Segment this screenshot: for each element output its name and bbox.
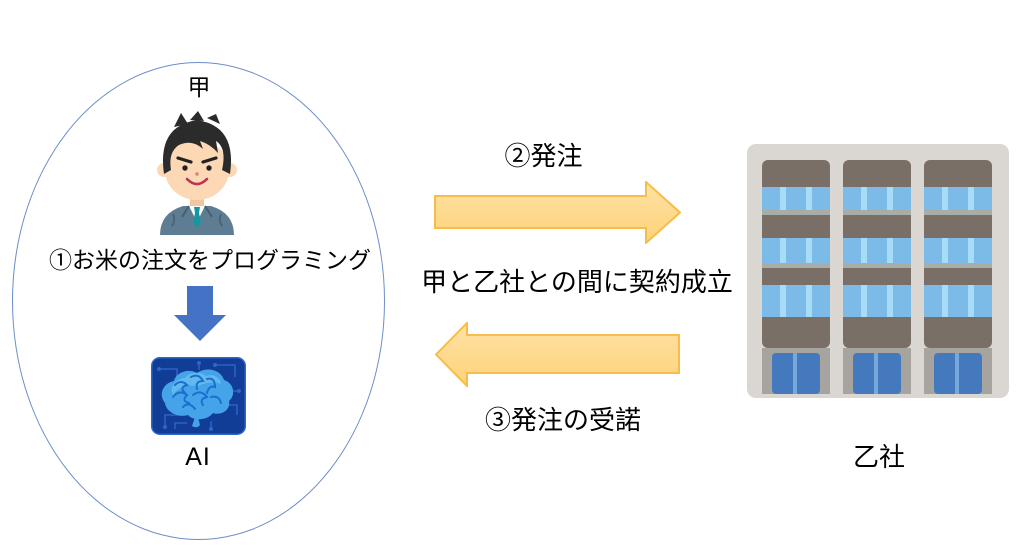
person-eye-right bbox=[206, 165, 212, 171]
order-arrow-right-icon bbox=[434, 181, 681, 244]
office-building-icon bbox=[747, 144, 1009, 398]
ai-chip-icon bbox=[151, 357, 246, 435]
person-eye-left bbox=[182, 165, 188, 171]
person-lapels bbox=[181, 205, 213, 218]
company-label: 乙社 bbox=[852, 442, 905, 472]
person-mouth bbox=[185, 177, 209, 186]
brain-illustration bbox=[161, 369, 234, 428]
down-arrow-icon bbox=[174, 286, 226, 341]
principal-ellipse bbox=[12, 62, 385, 540]
acceptance-arrow-left-icon bbox=[435, 322, 680, 387]
contract-label: 甲と乙社との間に契約成立 bbox=[421, 267, 733, 297]
person-face bbox=[165, 140, 229, 200]
building-columns bbox=[762, 160, 992, 394]
acceptance-label: ③発注の受諾 bbox=[484, 405, 641, 435]
person-hair bbox=[162, 120, 232, 174]
order-label: ②発注 bbox=[504, 141, 583, 171]
person-nose bbox=[195, 172, 199, 176]
person-tie bbox=[193, 207, 201, 228]
ai-label: AI bbox=[185, 443, 211, 471]
principal-label: 甲 bbox=[187, 74, 211, 100]
businessman-icon bbox=[157, 111, 237, 235]
step1-label: ①お米の注文をプログラミング bbox=[49, 247, 371, 273]
person-eyebrows bbox=[176, 156, 218, 164]
